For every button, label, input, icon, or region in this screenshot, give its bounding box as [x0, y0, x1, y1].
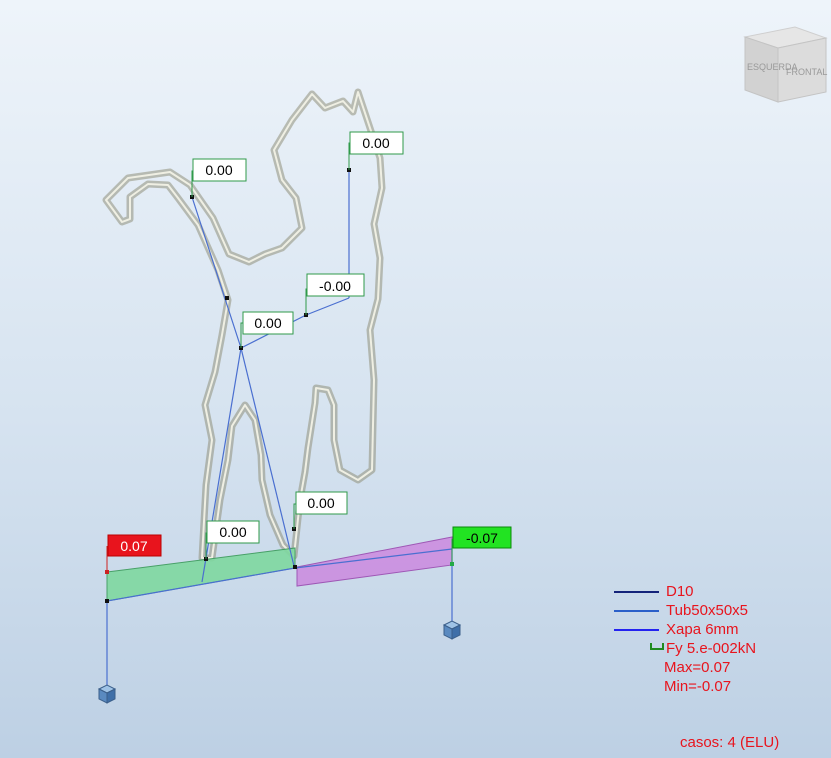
view-cube-left-face: ESQUERDA: [747, 62, 798, 72]
max-value-text: 0.07: [120, 538, 147, 554]
support-right[interactable]: [442, 620, 462, 640]
support-left[interactable]: [97, 684, 117, 704]
force-diagram-icon: [650, 643, 664, 650]
legend-swatch: [614, 629, 659, 631]
view-cube-front-face: FRONTAL: [786, 67, 827, 77]
legend-force-label: Fy 5.e-002kN: [666, 640, 757, 657]
legend-item-label: Xapa 6mm: [666, 621, 739, 638]
member-value-label[interactable]: 0.00: [242, 311, 294, 335]
member-value-text: 0.00: [254, 315, 281, 331]
legend-item-label: Tub50x50x5: [666, 602, 749, 619]
legend-min: Min=-0.07: [664, 678, 732, 695]
member-value-text: 0.00: [362, 135, 389, 151]
member-value-text: 0.00: [307, 495, 334, 511]
legend-item-label: D10: [666, 583, 694, 600]
load-cases-label: casos: 4 (ELU): [680, 734, 780, 751]
legend-swatch: [614, 610, 659, 612]
max-value-label[interactable]: 0.07: [107, 534, 162, 557]
legend-swatch: [614, 591, 659, 593]
legend-max: Max=0.07: [664, 659, 731, 676]
legend-item: Xapa 6mm: [614, 621, 824, 641]
member-value-label[interactable]: 0.00: [349, 131, 404, 155]
negative-diagram-area: [296, 536, 453, 587]
member-value-text: 0.00: [219, 524, 246, 540]
legend-item: D10: [614, 583, 824, 603]
member-value-text: -0.00: [319, 278, 351, 294]
view-cube[interactable]: ESQUERDA FRONTAL: [743, 26, 828, 103]
member-value-label[interactable]: 0.00: [295, 491, 348, 515]
min-value-text: -0.07: [466, 530, 498, 546]
member-value-label[interactable]: 0.00: [192, 158, 247, 182]
legend: D10 Tub50x50x5 Xapa 6mm Fy 5.e-002kN: [614, 583, 824, 698]
member-value-label[interactable]: -0.00: [306, 273, 365, 297]
member-value-label[interactable]: 0.00: [206, 520, 260, 544]
legend-item: Tub50x50x5: [614, 602, 824, 622]
min-value-label[interactable]: -0.07: [452, 526, 512, 549]
legend-force: Fy 5.e-002kN: [614, 640, 824, 660]
member-value-text: 0.00: [205, 162, 232, 178]
